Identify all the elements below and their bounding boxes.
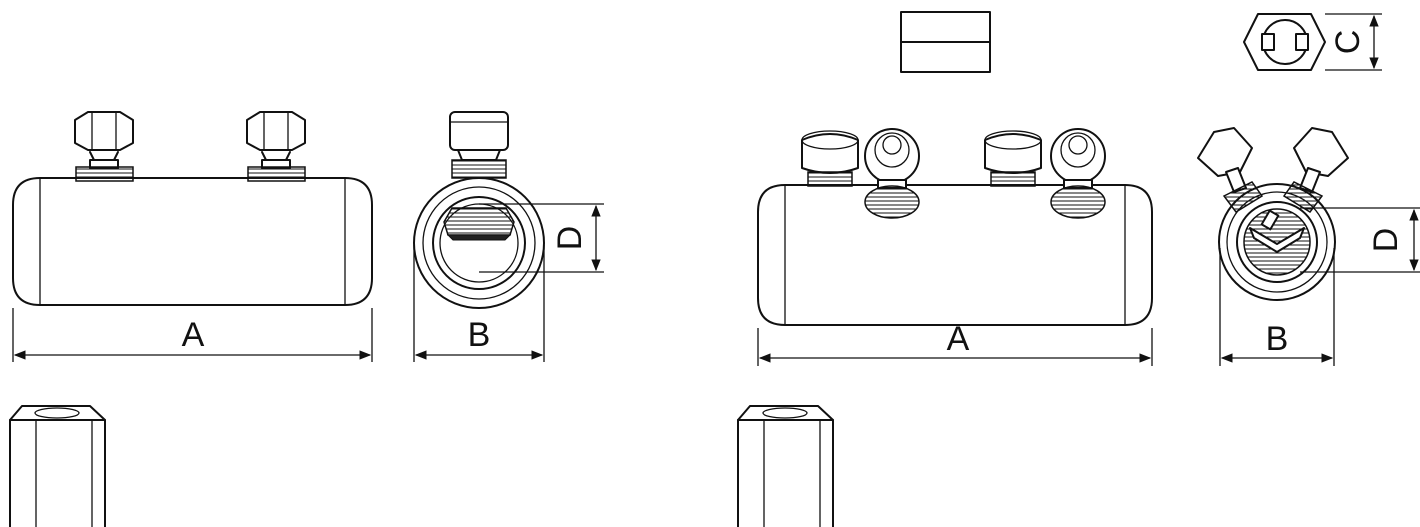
- right-shear-head-detail: [737, 405, 834, 527]
- dimension-d-left: D: [479, 203, 604, 273]
- right-bolt-2-front: [1050, 128, 1106, 219]
- shear-bolt-rectangle-detail: [900, 11, 991, 73]
- right-connector-end-view: D B: [1197, 127, 1420, 366]
- left-bolt-2: [246, 111, 306, 182]
- dimension-b-label-left: B: [468, 316, 491, 354]
- dimension-d-label-right: D: [1367, 228, 1405, 253]
- dimension-a-left: A: [12, 308, 373, 362]
- right-end-bolt-left: [1197, 127, 1264, 213]
- left-connector-side-view: A: [12, 111, 373, 362]
- dimension-b-label-right: B: [1266, 320, 1289, 358]
- dimension-a-label-right: A: [947, 320, 970, 358]
- dimension-c: C: [1325, 13, 1382, 71]
- right-connector-side-view: A: [757, 128, 1153, 366]
- dimension-d-label-left: D: [551, 226, 589, 251]
- dimension-a-right: A: [757, 320, 1153, 366]
- dimension-a-label: A: [182, 316, 205, 354]
- dimension-d-right: D: [1300, 207, 1420, 273]
- left-connector-end-view: D B: [413, 111, 604, 362]
- dimension-c-label: C: [1329, 30, 1367, 55]
- right-end-bolt-right: [1282, 127, 1349, 213]
- right-bolt-1-back: [801, 130, 859, 187]
- left-bolt-1: [74, 111, 134, 182]
- left-shear-head-detail: [9, 405, 106, 527]
- bolt-head-detail: C: [1243, 13, 1382, 71]
- left-body-tube: [12, 177, 373, 306]
- left-end-bolt: [449, 111, 509, 179]
- right-bolt-2-back: [984, 130, 1042, 187]
- right-end-body: [1218, 183, 1336, 301]
- dimension-b-right: B: [1219, 248, 1335, 366]
- right-bolt-1-front: [864, 128, 920, 219]
- right-body-tube: [757, 184, 1153, 326]
- dimension-b-left: B: [413, 245, 545, 362]
- left-end-body: [413, 177, 545, 309]
